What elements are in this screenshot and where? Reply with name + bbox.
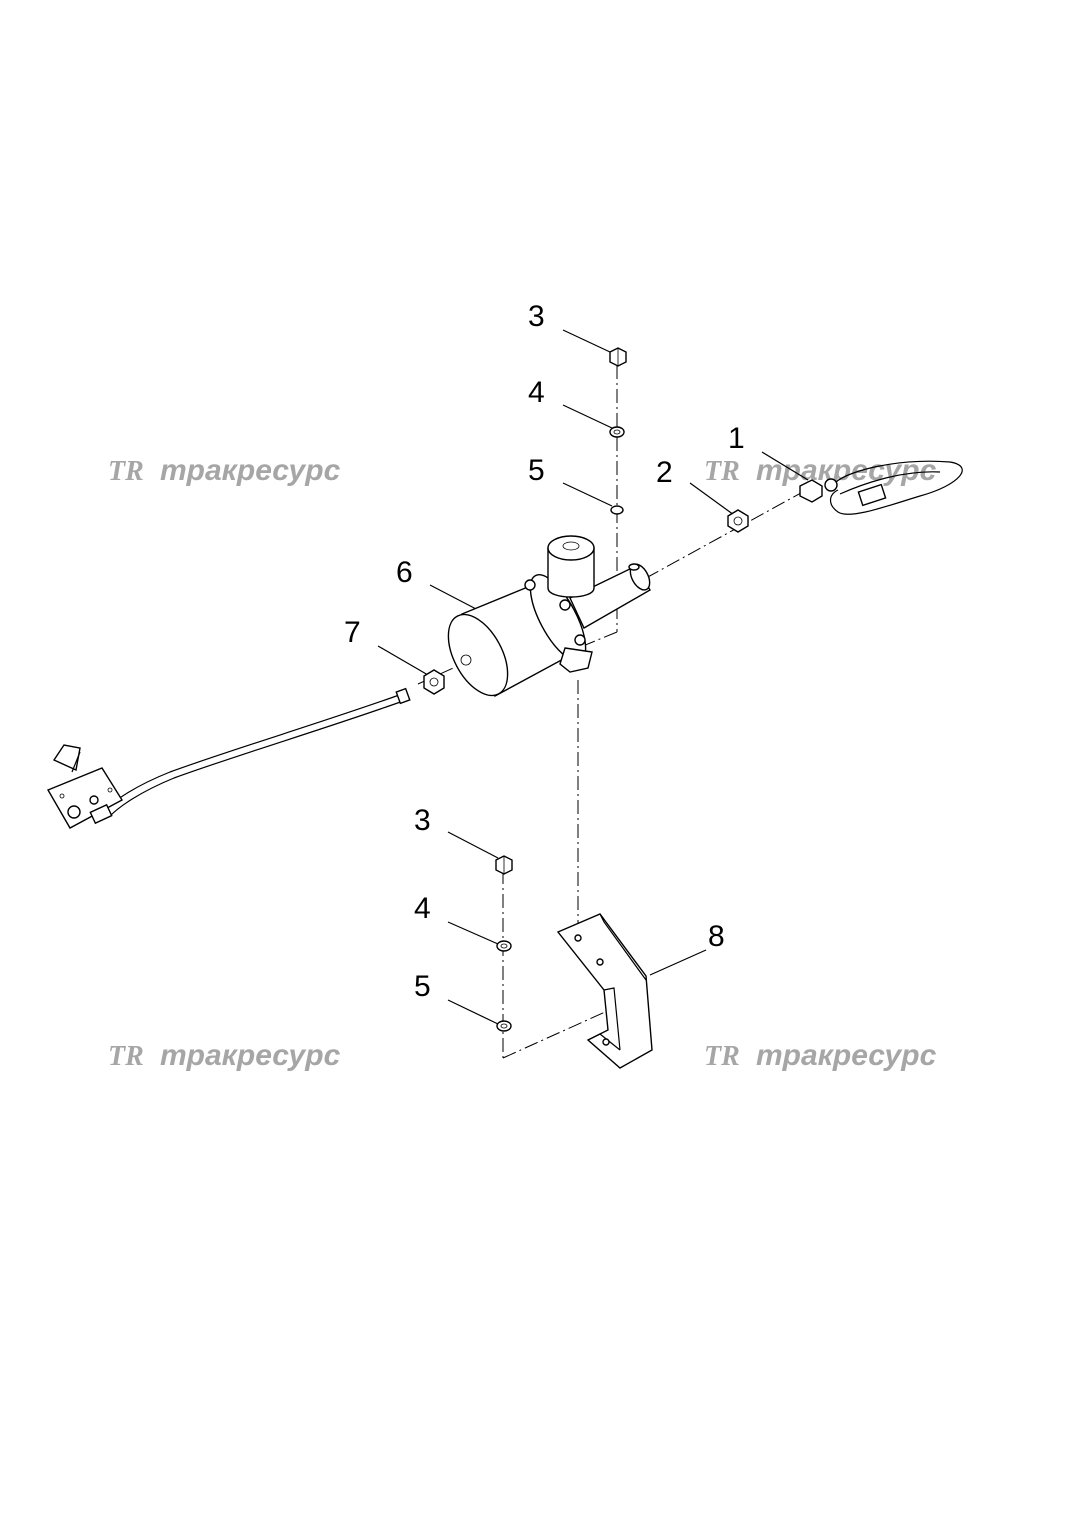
callout-8: 8 <box>708 920 725 953</box>
bolt-top <box>609 347 627 367</box>
fitting-7 <box>423 669 445 695</box>
watermark-text: тракресурс <box>756 1039 937 1072</box>
booster-6 <box>447 535 651 697</box>
watermark-logo: TR <box>704 1041 740 1072</box>
bracket-8 <box>556 913 653 1069</box>
watermark-logo: TR <box>704 456 740 487</box>
watermark-logo: TR <box>108 1041 144 1072</box>
callout-1: 1 <box>728 422 745 455</box>
watermark-logo: TR <box>108 456 144 487</box>
bolt-bottom <box>495 855 513 875</box>
watermark-bottom-right: TR тракресурс <box>704 1039 937 1072</box>
spring-washer-top <box>609 426 625 438</box>
callout-5-top: 5 <box>528 454 545 487</box>
fitting-2 <box>727 509 749 533</box>
callout-6: 6 <box>396 556 413 589</box>
watermark-text: тракресурс <box>160 454 341 487</box>
callout-3-top: 3 <box>528 300 545 333</box>
watermark-top-right: TR тракресурс <box>704 454 937 487</box>
hose-assembly-1 <box>799 460 963 515</box>
callout-5-bottom: 5 <box>414 970 431 1003</box>
callout-2: 2 <box>656 456 673 489</box>
watermark-text: тракресурс <box>160 1039 341 1072</box>
clutch-pedal-assembly <box>46 687 411 829</box>
watermark-bottom-left: TR тракресурс <box>108 1039 341 1072</box>
flat-washer-bottom <box>496 1020 512 1032</box>
callout-7: 7 <box>344 616 361 649</box>
callout-4-bottom: 4 <box>414 892 431 925</box>
callout-3-bottom: 3 <box>414 804 431 837</box>
callout-4-top: 4 <box>528 376 545 409</box>
spring-washer-bottom <box>496 940 512 952</box>
leader-lines <box>377 329 809 1025</box>
callout-labels: 3 4 5 2 1 6 7 3 4 5 8 <box>344 300 745 1003</box>
watermark-top-left: TR тракресурс <box>108 454 341 487</box>
assembly-line-fittings <box>645 487 811 579</box>
assembly-line-bottom-bend <box>502 1011 606 1059</box>
flat-washer-top <box>610 505 624 515</box>
watermark-text: тракресурс <box>756 454 937 487</box>
